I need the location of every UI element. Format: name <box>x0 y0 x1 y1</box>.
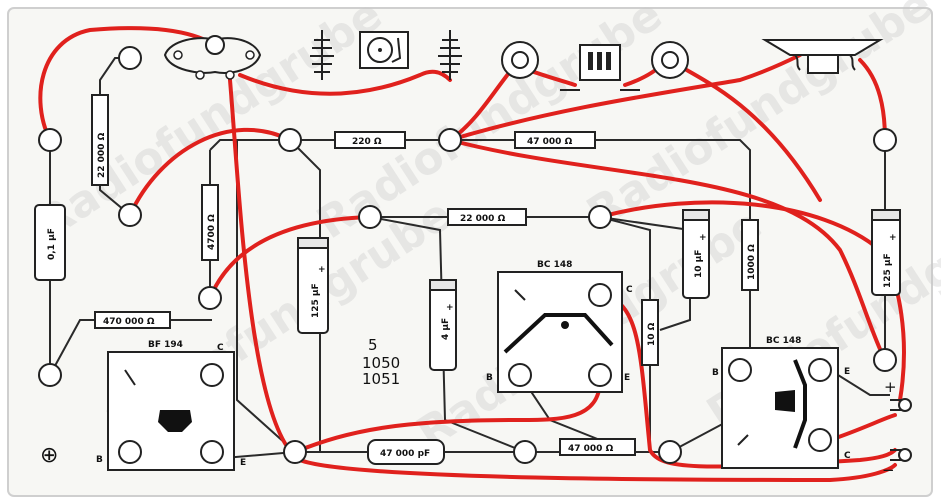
pad[interactable] <box>358 205 382 229</box>
capacitor-47000-pf: 47 000 pF <box>367 439 445 465</box>
pin-label-b: B <box>712 368 719 378</box>
battery-plus-label: + <box>884 378 897 396</box>
board-code: 5 1050 1051 <box>362 336 400 388</box>
resistor-470000: 470 000 Ω <box>94 311 171 329</box>
pad[interactable] <box>588 205 612 229</box>
resistor-1000: 1000 Ω <box>741 219 759 291</box>
svg-text:47 000 Ω: 47 000 Ω <box>527 137 573 147</box>
potentiometer <box>163 35 262 80</box>
tube-socket <box>501 41 689 91</box>
resistor-220: 220 Ω <box>334 131 406 149</box>
pin-label-b: B <box>486 373 493 383</box>
pin-label-e: E <box>240 458 246 468</box>
svg-text:1051: 1051 <box>362 370 400 388</box>
plus-sign: + <box>889 233 897 243</box>
resistor-4700: 4700 Ω <box>201 184 219 261</box>
electrolytic-capacitor-4: + 4 µF <box>429 279 457 371</box>
svg-text:47 000 pF: 47 000 pF <box>380 449 430 459</box>
pin-label-e: E <box>844 367 850 377</box>
pad[interactable] <box>438 128 462 152</box>
plus-sign: + <box>699 233 707 243</box>
inductor-symbol-right <box>438 30 462 80</box>
turntable-icon <box>359 31 409 69</box>
pad[interactable] <box>38 128 62 152</box>
svg-text:1000 Ω: 1000 Ω <box>747 244 757 280</box>
battery-terminals: + − <box>882 378 912 479</box>
pad[interactable] <box>873 128 897 152</box>
capacitor-0-1: 0,1 µF <box>34 204 66 281</box>
svg-text:BC 148: BC 148 <box>537 260 572 270</box>
pin-label-c: C <box>217 343 224 353</box>
resistor-47000-bottom: 47 000 Ω <box>559 438 636 456</box>
resistor-22000-left: 22 000 Ω <box>91 94 109 186</box>
resistor-10: 10 Ω <box>641 299 659 366</box>
svg-text:125 µF: 125 µF <box>883 253 893 288</box>
pad[interactable] <box>38 363 62 387</box>
transistor-bf194: BF 194 C B E <box>96 340 246 471</box>
resistor-22000-mid: 22 000 Ω <box>447 208 527 226</box>
svg-text:BF 194: BF 194 <box>148 340 183 350</box>
solder-pads <box>38 46 897 464</box>
pad[interactable] <box>278 128 302 152</box>
svg-text:4 µF: 4 µF <box>441 318 451 340</box>
transistor-bc148-middle: BC 148 C B E <box>486 260 633 393</box>
pad[interactable] <box>658 440 682 464</box>
inductor-symbol-left <box>310 30 334 80</box>
pad[interactable] <box>513 440 537 464</box>
svg-text:0,1 µF: 0,1 µF <box>47 228 57 260</box>
resistor-47000-top: 47 000 Ω <box>514 131 596 149</box>
svg-text:47 000 Ω: 47 000 Ω <box>568 444 614 454</box>
svg-text:4700 Ω: 4700 Ω <box>207 214 217 250</box>
pin-label-c: C <box>844 451 851 461</box>
svg-text:BC 148: BC 148 <box>766 336 801 346</box>
svg-text:22 000 Ω: 22 000 Ω <box>460 214 506 224</box>
plus-sign: + <box>446 303 454 313</box>
svg-text:5: 5 <box>368 336 378 354</box>
electrolytic-capacitor-125-left: + 125 µF <box>297 237 329 334</box>
svg-text:220 Ω: 220 Ω <box>352 137 382 147</box>
pin-label-b: B <box>96 455 103 465</box>
svg-text:1050: 1050 <box>362 354 400 372</box>
pad[interactable] <box>873 348 897 372</box>
electrolytic-capacitor-125-right: + 125 µF <box>871 209 901 296</box>
pad[interactable] <box>283 440 307 464</box>
svg-text:22 000 Ω: 22 000 Ω <box>97 132 107 178</box>
pad[interactable] <box>118 203 142 227</box>
electrolytic-capacitor-10: + 10 µF <box>682 209 710 299</box>
svg-text:10 Ω: 10 Ω <box>647 322 657 346</box>
pad[interactable] <box>118 46 142 70</box>
pad[interactable] <box>198 286 222 310</box>
pin-label-c: C <box>626 285 633 295</box>
ground-symbol: ⊕ <box>40 443 58 468</box>
pin-label-e: E <box>624 373 630 383</box>
speaker-icon <box>761 39 884 74</box>
svg-text:125 µF: 125 µF <box>311 283 321 318</box>
svg-text:470 000 Ω: 470 000 Ω <box>103 317 155 327</box>
transistor-bc148-right: BC 148 B E C <box>712 336 851 469</box>
svg-text:10 µF: 10 µF <box>694 250 704 278</box>
battery-minus-label: − <box>882 461 895 479</box>
plus-sign: + <box>318 265 326 275</box>
